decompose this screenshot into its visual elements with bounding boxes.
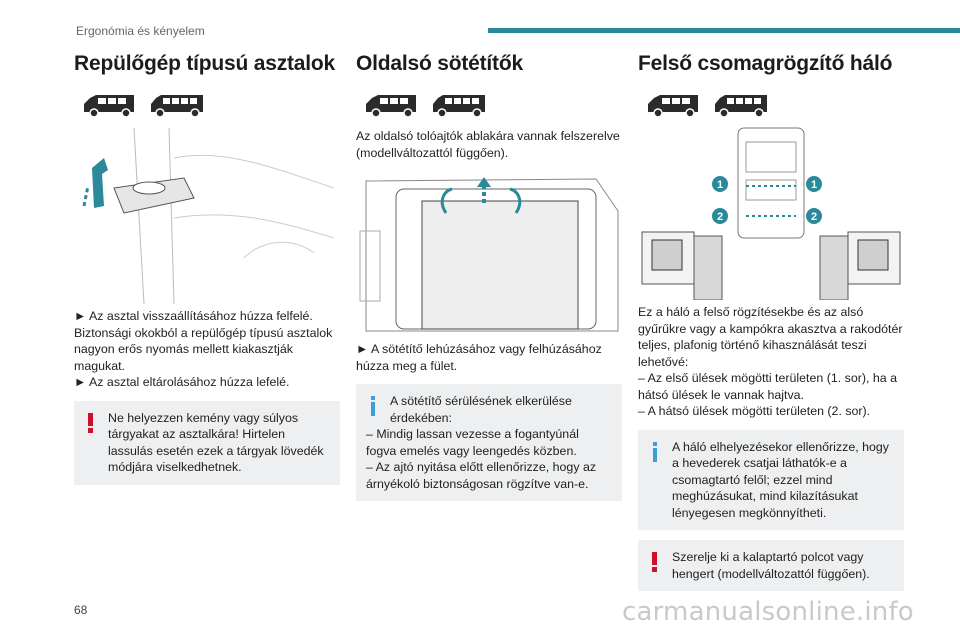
net-row-1: – Az első ülések mögötti területen (1. s…	[638, 371, 897, 402]
net-info-text: A háló elhelyezésekor ellenőrizze, hogy …	[672, 439, 889, 520]
blinds-info-item-2: – Az ajtó nyitása előtt ellenőrizze, hog…	[366, 460, 597, 491]
van-short-icon	[366, 95, 416, 118]
van-long-icon	[715, 95, 767, 118]
blinds-instruction: ► A sötétítő lehúzásához vagy felhúzásáh…	[356, 342, 602, 373]
section-title-net: Felső csomagrögzítő háló	[638, 52, 893, 75]
tables-instruction-2: ► Az asztal eltárolásához húzza lefelé.	[74, 375, 290, 389]
column-side-blinds: Oldalsó sötétítők Az oldalsó tolóajtók a…	[356, 52, 622, 501]
net-description: Ez a háló a felső rögzítésekbe és az als…	[638, 305, 903, 369]
badge-1-left: 1	[717, 179, 723, 191]
watermark: carmanualsonline.info	[622, 597, 914, 627]
blinds-info-box: A sötétítő sérülésének elkerülése érdeké…	[356, 384, 622, 501]
van-long-icon	[433, 95, 485, 118]
badge-1-right: 1	[811, 179, 817, 191]
section-title-tables: Repülőgép típusú asztalok	[74, 52, 336, 75]
net-warning-box: Szerelje ki a kalaptartó polcot vagy hen…	[638, 540, 904, 591]
section-header: Ergonómia és kényelem	[76, 24, 205, 38]
column-airline-tables: Repülőgép típusú asztalok ► Az asztal vi…	[74, 52, 340, 485]
blinds-info-item-1: – Mindig lassan vezesse a fogantyúnál fo…	[366, 427, 579, 458]
tables-instruction-1: ► Az asztal visszaállításához húzza felf…	[74, 309, 313, 323]
header-accent-bar	[488, 28, 960, 33]
info-icon	[371, 396, 375, 416]
van-long-icon	[151, 95, 203, 118]
net-row-2: – A hátsó ülések mögötti területen (2. s…	[638, 404, 871, 418]
net-info-box: A háló elhelyezésekor ellenőrizze, hogy …	[638, 429, 904, 530]
tables-warning-box: Ne helyezzen kemény vagy súlyos tárgyaka…	[74, 400, 340, 485]
van-short-icon	[84, 95, 134, 118]
blinds-info-lead: A sötétítő sérülésének elkerülése érdeké…	[390, 394, 572, 425]
van-short-icon	[648, 95, 698, 118]
badge-2-left: 2	[717, 211, 723, 223]
warning-exclamation-icon	[88, 412, 93, 433]
vehicle-variant-icons-2	[364, 92, 622, 118]
page-number: 68	[74, 603, 88, 617]
vehicle-variant-icons-3	[646, 92, 904, 118]
tables-warning-text: Ne helyezzen kemény vagy súlyos tárgyaka…	[108, 410, 324, 475]
warning-exclamation-icon	[652, 552, 657, 572]
side-blind-illustration	[356, 171, 622, 337]
blinds-intro: Az oldalsó tolóajtók ablakára vannak fel…	[356, 129, 620, 160]
vehicle-variant-icons	[82, 92, 340, 118]
net-warning-text: Szerelje ki a kalaptartó polcot vagy hen…	[672, 550, 870, 581]
airline-table-illustration	[74, 128, 340, 304]
cargo-net-illustration: 1 1 2 2	[638, 124, 904, 300]
info-icon	[653, 441, 657, 462]
section-title-blinds: Oldalsó sötétítők	[356, 52, 523, 75]
tables-safety-note: Biztonsági okokból a repülőgép típusú as…	[74, 325, 333, 373]
badge-2-right: 2	[811, 211, 817, 223]
column-cargo-net: Felső csomagrögzítő háló 1 1 2 2	[638, 52, 904, 591]
